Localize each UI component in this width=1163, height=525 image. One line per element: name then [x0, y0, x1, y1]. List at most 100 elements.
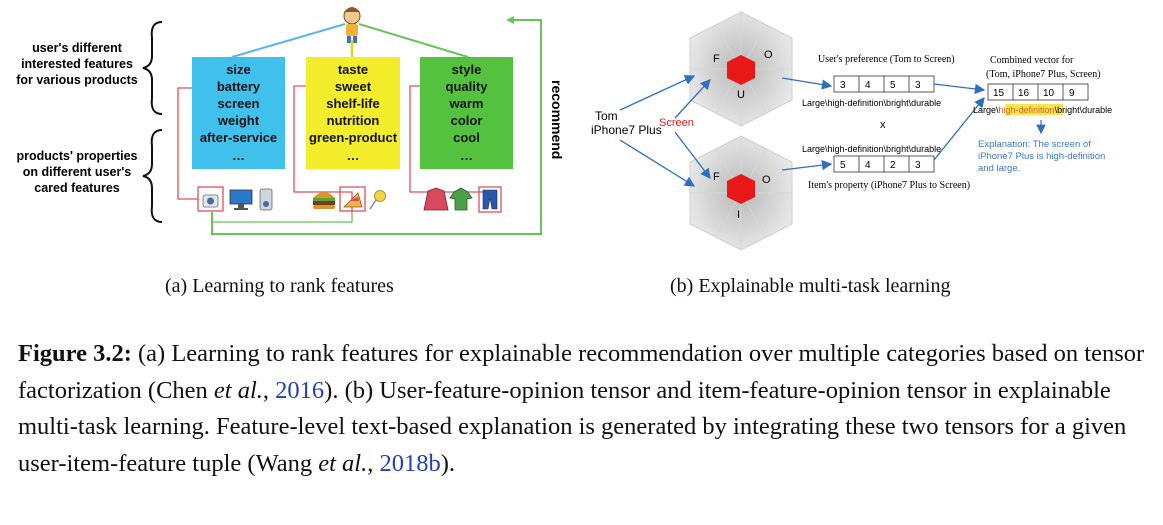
caption-label: Figure 3.2: [18, 340, 132, 367]
recommend-loop [211, 19, 542, 235]
combined-value-4: 9 [1069, 88, 1075, 99]
left-label-top-line-2: interested features [21, 57, 133, 71]
item-value-2: 4 [865, 160, 871, 171]
user-pref-value-3: 5 [890, 80, 896, 91]
brace-top [142, 21, 163, 115]
combined-title-line-2: (Tom, iPhone7 Plus, Screen) [986, 69, 1101, 80]
speaker-icon [259, 188, 273, 211]
arrow-item-to-combined [933, 96, 985, 161]
caption-part-2: , [262, 376, 276, 404]
user-to-box1-line [231, 23, 346, 58]
combined-opinions-post: \bright\durable [1055, 105, 1113, 115]
box1-item-1: size [226, 62, 251, 77]
arrow-top-cube-to-pref [781, 77, 833, 90]
subcaption-b: (b) Explainable multi-task learning [670, 275, 951, 297]
times-sign: x [880, 119, 886, 131]
box2-item-3: shelf-life [326, 96, 379, 111]
box2-item-5: green-product [309, 130, 398, 145]
caption-part-4: , [367, 449, 380, 477]
user-pref-value-2: 4 [865, 80, 871, 91]
left-label-bottom-line-2: on different user's [23, 165, 132, 179]
arrow-pref-to-combined [933, 83, 986, 95]
user-pref-vector: 3 4 5 3 [833, 75, 935, 93]
combined-opinions-highlight: high-definition [999, 105, 1055, 115]
cake-icon [339, 186, 366, 212]
item-value-3: 2 [890, 160, 896, 171]
combined-value-1: 15 [993, 88, 1005, 99]
combined-value-2: 16 [1018, 88, 1030, 99]
connector-box2-bottom [211, 212, 353, 223]
box3-item-6: … [460, 148, 473, 163]
box2-item-6: … [347, 148, 360, 163]
shirt-icon [449, 187, 473, 211]
jacket-icon [423, 187, 449, 211]
explanation-line-1: Explanation: The screen of [978, 139, 1091, 150]
feature-box-clothing [420, 57, 513, 169]
feature-box-electronics [192, 57, 285, 169]
combined-value-3: 10 [1043, 88, 1055, 99]
user-pref-title: User's preference (Tom to Screen) [818, 54, 955, 65]
combined-title-line-1: Combined vector for [990, 55, 1074, 66]
user-feature-opinion-tensor: F O U [689, 11, 793, 127]
user-to-box3-line [358, 23, 469, 58]
user-tom-label: Tom [595, 109, 618, 123]
highlight-background [1006, 104, 1063, 115]
figure-a: user's different interested features for… [16, 7, 565, 235]
caption-part-3: ). (b) User-feature-opinion tensor and i… [18, 376, 1127, 477]
item-opinions: Large\high-definition\bright\durable [802, 144, 941, 154]
item-property-title: Item's property (iPhone7 Plus to Screen) [808, 180, 970, 191]
box3-item-5: cool [453, 130, 480, 145]
jeans-icon [478, 186, 502, 213]
user-pref-opinions: Large\high-definition\bright\durable [802, 98, 941, 108]
item-iphone-label: iPhone7 Plus [591, 123, 662, 137]
box2-item-2: sweet [335, 79, 372, 94]
connector-box1 [177, 87, 198, 200]
camera-icon [197, 186, 224, 212]
arrow-screen-bottom [674, 131, 711, 180]
box1-item-5: after-service [200, 130, 277, 145]
caption-part-5: ). [440, 449, 456, 477]
recommend-arrowhead [506, 16, 514, 24]
caption-etal-2: et al. [318, 449, 368, 477]
top-cube-highlight [727, 55, 755, 85]
brace-bottom [142, 129, 163, 223]
item-property-vector: 5 4 2 3 [833, 155, 935, 173]
user-pref-value-4: 3 [915, 80, 921, 91]
user-figure-icon [343, 7, 361, 43]
left-label-bottom-line-3: cared features [34, 181, 120, 195]
box1-item-3: screen [218, 96, 260, 111]
box3-item-3: warm [449, 96, 484, 111]
arrow-iphone-bottom [619, 139, 696, 187]
box3-item-4: color [451, 113, 483, 128]
left-label-top-line-1: user's different [32, 41, 123, 55]
figure-b: F O U F O I Tom iPhone7 Plus Screen User… [591, 11, 1112, 251]
candy-icon [369, 190, 386, 210]
citation-link-2016[interactable]: 2016 [275, 376, 325, 404]
top-cube-label-f: F [713, 53, 720, 65]
combined-opinions-pre: Large\ [973, 105, 999, 115]
bottom-cube-label-f: F [713, 171, 720, 183]
feature-screen-label: Screen [659, 117, 694, 129]
arrow-screen-top [674, 79, 711, 119]
left-label-bottom-line-1: products' properties [16, 149, 137, 163]
burger-icon [313, 192, 335, 209]
connector-box3 [409, 85, 485, 193]
citation-link-2018b[interactable]: 2018b [379, 449, 441, 477]
top-cube-label-o: O [764, 49, 773, 61]
subcaption-a: (a) Learning to rank features [165, 275, 394, 297]
item-feature-opinion-tensor: F O I [689, 135, 793, 251]
arrow-bottom-cube-to-item [781, 159, 833, 171]
combined-opinions: Large\high-definition\bright\durable [973, 105, 1112, 115]
explanation-line-2: iPhone7 Plus is high-definition [978, 151, 1105, 162]
explanation-line-3: and large. [978, 163, 1020, 174]
caption-etal-1: et al. [213, 376, 263, 404]
left-label-top-line-3: for various products [16, 73, 138, 87]
user-pref-value-1: 3 [840, 80, 846, 91]
feature-box-food [306, 57, 400, 169]
box1-item-6: … [232, 148, 245, 163]
bottom-cube-label-o: O [762, 174, 771, 186]
figure-caption: Figure 3.2: (a) Learning to rank feature… [18, 336, 1148, 482]
combined-vector: 15 16 10 9 [987, 83, 1089, 101]
recommend-label: recommend [549, 80, 565, 159]
item-value-4: 3 [915, 160, 921, 171]
